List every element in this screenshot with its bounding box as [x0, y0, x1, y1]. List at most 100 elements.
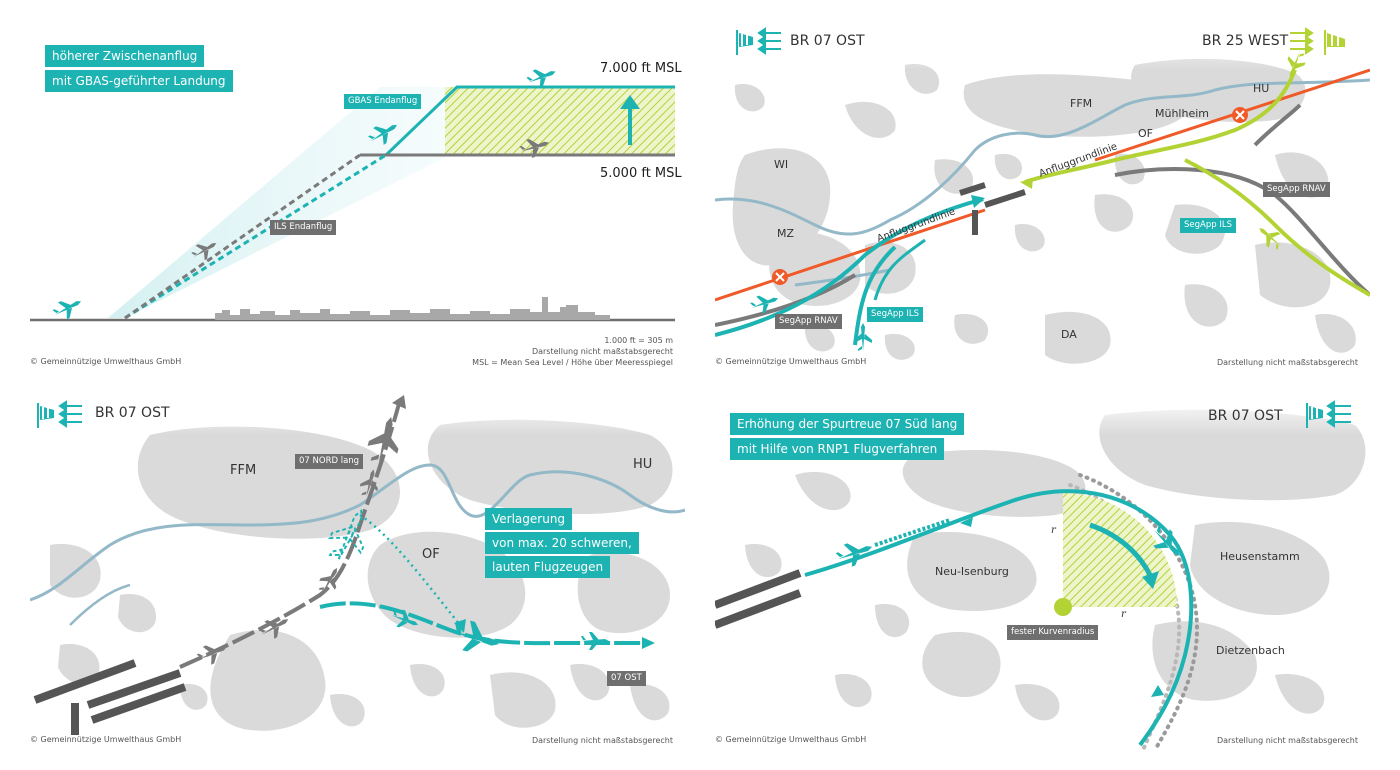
river-main	[30, 463, 685, 602]
rnp1-route	[804, 489, 1194, 747]
airplane-icon	[367, 417, 399, 463]
windsock-icon	[37, 403, 54, 428]
panel1-title: höherer Zwischenanflug mit GBAS-geführte…	[45, 45, 233, 92]
airplane-icon	[581, 632, 609, 650]
segapp-ils-left-route	[853, 245, 897, 346]
route-07-nord-lang	[179, 399, 402, 669]
place-label: OF	[1138, 127, 1153, 140]
airplane-icon	[50, 292, 86, 324]
airplane-icon	[359, 469, 378, 497]
title-line: mit GBAS-geführter Landung	[45, 70, 233, 92]
route-arrowhead	[960, 517, 973, 527]
shift-info-box: Verlagerung von max. 20 schweren, lauten…	[485, 508, 639, 578]
place-label: Heusenstamm	[1220, 550, 1300, 563]
wind-arrows-icon	[1290, 27, 1314, 55]
info-line: von max. 20 schweren,	[485, 532, 639, 554]
place-label: HU	[633, 457, 653, 472]
approach-route-west	[715, 198, 981, 337]
altitude-7000-label: 7.000 ft MSL	[600, 61, 682, 76]
altitude-gain-area	[445, 87, 675, 155]
runway-icon	[33, 659, 187, 735]
shift-path	[359, 513, 461, 626]
scale-note: Darstellung nicht maßstabsgerecht	[1216, 736, 1358, 745]
ils-glide-path	[124, 153, 361, 320]
conversion-note: 1.000 ft = 305 m	[604, 336, 673, 345]
shift-arrowhead	[454, 619, 466, 633]
approach-arrowhead	[971, 195, 985, 208]
copyright: © Gemeinnützige Umwelthaus GmbH	[30, 735, 182, 744]
airplane-icon	[328, 508, 365, 560]
panel-runway-07-25: BR 07 OST BR 25 WEST FFM Mühlheim HU OF …	[715, 25, 1370, 375]
teal-route	[873, 238, 926, 301]
scale-note: Darstellung nicht maßstabsgerecht	[531, 347, 673, 356]
segapp-rnav-tag: SegApp RNAV	[1263, 182, 1330, 197]
approach-corridor	[108, 87, 450, 318]
shift-map	[30, 395, 685, 735]
panel-nord-lang: BR 07 OST FFM HU OF 07 NORD lang 07 OST …	[30, 395, 685, 750]
windsock-icon	[1324, 30, 1345, 55]
radius-label: r	[1051, 525, 1056, 536]
scale-note: Darstellung nicht maßstabsgerecht	[531, 736, 673, 745]
prohibited-icon	[772, 269, 788, 285]
river-main	[715, 78, 1370, 236]
place-label: DA	[1061, 328, 1077, 341]
place-label: Mühlheim	[1155, 107, 1210, 120]
place-label: MZ	[777, 227, 795, 240]
segapp-ils-right-route	[1184, 158, 1370, 297]
settlement-areas	[50, 419, 673, 731]
place-label: WI	[774, 158, 789, 171]
runway-icon	[959, 182, 1026, 235]
info-line: Verlagerung	[485, 508, 573, 530]
route-arrowhead	[642, 637, 655, 649]
approach-route-east	[1024, 69, 1297, 184]
windsock-icon	[736, 30, 753, 55]
radius-label: r	[1121, 609, 1126, 620]
curve-center-point	[1054, 598, 1072, 616]
approach-arrowhead	[1020, 178, 1033, 189]
segapp-rnav-right-route	[1114, 167, 1370, 297]
approach-map	[715, 25, 1370, 364]
wind-arrows-icon	[58, 400, 82, 428]
runway-icon	[715, 569, 802, 629]
copyright: © Gemeinnützige Umwelthaus GmbH	[715, 735, 867, 744]
airplane-icon	[391, 609, 419, 628]
route-lead	[874, 518, 951, 547]
gray-route	[1253, 103, 1302, 147]
airplane-icon	[835, 543, 873, 567]
msl-note: MSL = Mean Sea Level / Höhe über Meeress…	[472, 358, 673, 367]
rnp1-map	[715, 395, 1370, 750]
route-arrowhead	[1151, 685, 1164, 697]
airplane-icon	[1153, 525, 1180, 556]
wind-arrows-icon	[1326, 400, 1351, 428]
copyright: © Gemeinnützige Umwelthaus GmbH	[30, 357, 182, 366]
airplane-icon	[1259, 228, 1281, 250]
airplane-icon	[318, 567, 337, 593]
runway-07-label: BR 07 OST	[95, 405, 170, 421]
gbas-glide-path	[124, 153, 387, 320]
info-line: lauten Flugzeugen	[485, 556, 611, 578]
title-line: Erhöhung der Spurtreue 07 Süd lang	[730, 413, 965, 435]
route-arrowhead	[392, 395, 406, 409]
route-07-nord-lang-tag: 07 NORD lang	[295, 454, 364, 469]
scale-note: Darstellung nicht maßstabsgerecht	[1216, 358, 1358, 367]
title-line: höherer Zwischenanflug	[45, 45, 205, 67]
place-label: FFM	[1070, 97, 1093, 110]
prohibited-line-west	[715, 208, 986, 302]
turn-arrow	[1089, 522, 1153, 577]
airplane-icon	[750, 295, 779, 314]
airplane-icon	[453, 620, 499, 652]
airplane-icon	[1287, 51, 1306, 79]
place-label: HU	[1253, 82, 1270, 95]
altitude-5000-label: 5.000 ft MSL	[600, 166, 682, 181]
gbas-endanflug-tag: GBAS Endanflug	[344, 94, 422, 109]
segapp-rnav-left-route	[715, 273, 857, 327]
place-label: FFM	[230, 463, 257, 478]
gbas-path	[384, 85, 675, 157]
panel-rnp1: Erhöhung der Spurtreue 07 Süd lang mit H…	[715, 395, 1370, 750]
river-branch	[69, 583, 131, 626]
up-arrow-icon	[620, 95, 640, 145]
segapp-ils-tag: SegApp ILS	[1180, 218, 1236, 233]
runway-25-label: BR 25 WEST	[1202, 33, 1289, 49]
windsock-icon	[1306, 403, 1323, 428]
airplane-icon	[196, 645, 227, 665]
